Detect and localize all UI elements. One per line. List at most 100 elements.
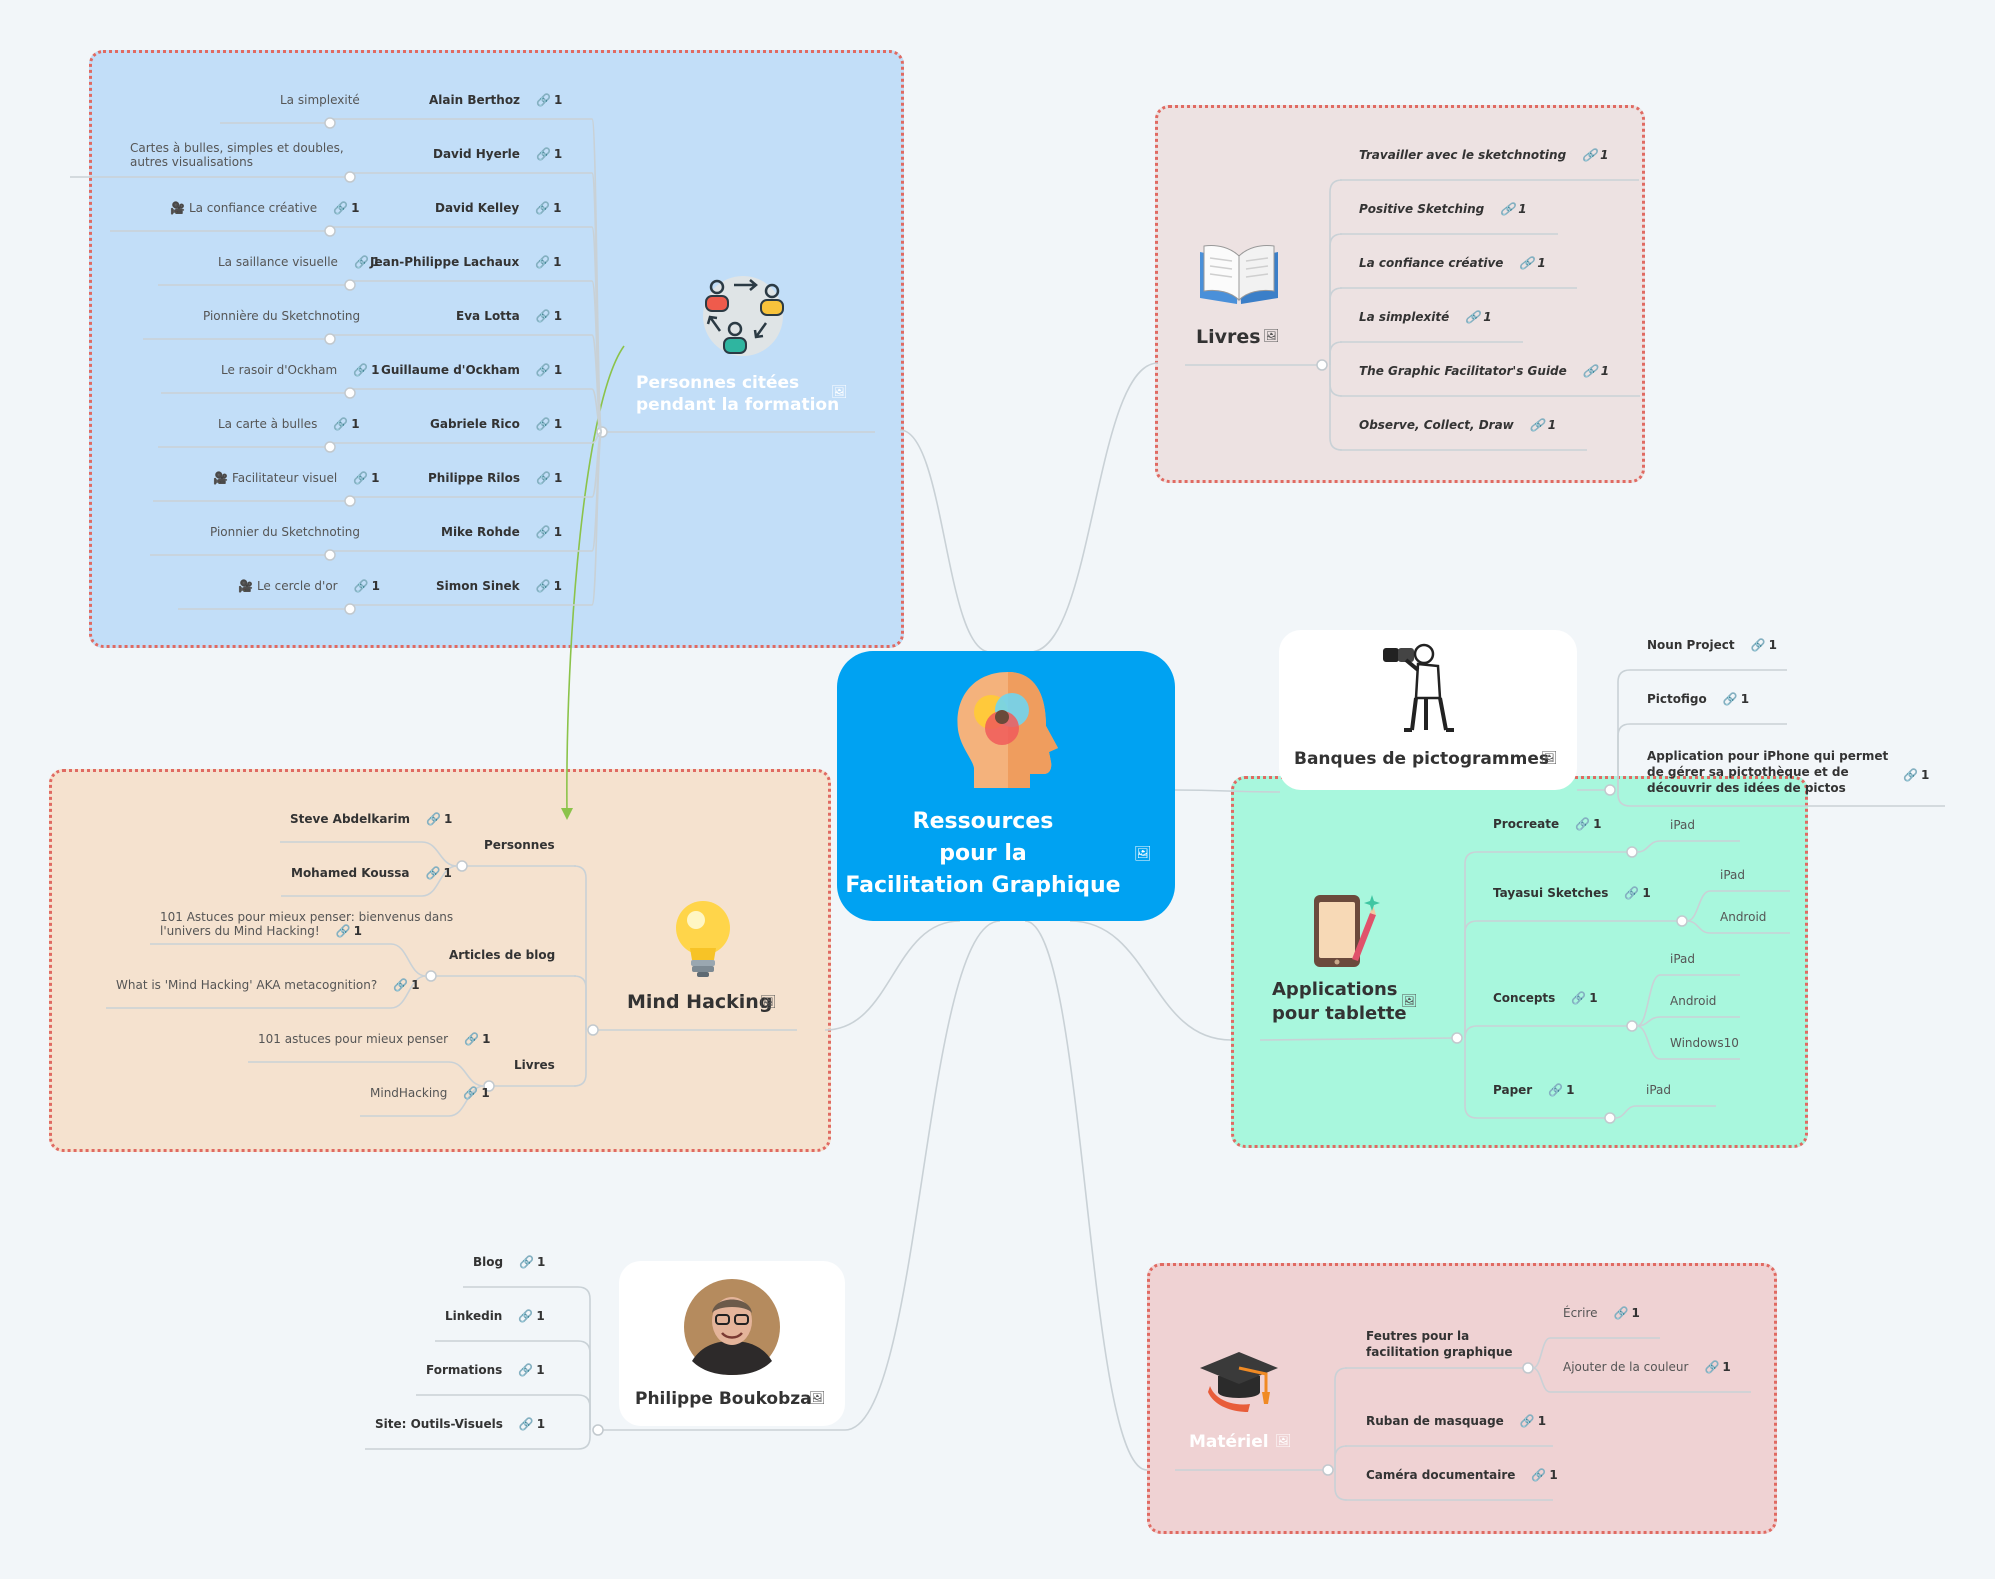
personnes-title[interactable]: Personnes citées pendant la formation	[636, 372, 839, 416]
philippe-image-icon[interactable]: 🖼	[809, 1391, 826, 1406]
person-knob-8[interactable]	[324, 549, 336, 561]
mind-title[interactable]: Mind Hacking	[627, 991, 773, 1013]
mind-item-2-0[interactable]: 101 astuces pour mieux penser🔗1	[258, 1032, 490, 1046]
app-knob-0[interactable]	[1626, 846, 1638, 858]
livre-1[interactable]: Positive Sketching🔗1	[1359, 202, 1527, 216]
person-3-link-count[interactable]: 🔗1	[535, 255, 561, 269]
mind-item-2-1-link-count[interactable]: 🔗1	[463, 1086, 489, 1100]
banque-1[interactable]: Pictofigo🔗1	[1647, 692, 1749, 706]
mind-item-2-1[interactable]: MindHacking🔗1	[370, 1086, 490, 1100]
mind-item-1-1-link-count[interactable]: 🔗1	[393, 978, 419, 992]
person-knob-7[interactable]	[344, 495, 356, 507]
person-0-link-count[interactable]: 🔗1	[536, 93, 562, 107]
materiel-item-2-link-count[interactable]: 🔗1	[1531, 1468, 1557, 1482]
person-8[interactable]: Mike Rohde🔗1	[441, 525, 562, 539]
philippe-link-2-link-count[interactable]: 🔗1	[518, 1363, 544, 1377]
person-detail-9-link-count[interactable]: 🔗1	[354, 579, 380, 593]
livre-4[interactable]: The Graphic Facilitator's Guide🔗1	[1359, 364, 1609, 378]
banque-2[interactable]: Application pour iPhone qui permet de gé…	[1647, 748, 1897, 796]
mind-item-0-0-link-count[interactable]: 🔗1	[426, 812, 452, 826]
materiel-knob-0[interactable]	[1522, 1362, 1534, 1374]
livre-2-link-count[interactable]: 🔗1	[1519, 256, 1545, 270]
person-6-link-count[interactable]: 🔗1	[536, 417, 562, 431]
livre-0-link-count[interactable]: 🔗1	[1582, 148, 1608, 162]
banque-0-link-count[interactable]: 🔗1	[1751, 638, 1777, 652]
person-knob-3[interactable]	[344, 279, 356, 291]
person-7-link-count[interactable]: 🔗1	[536, 471, 562, 485]
livre-3[interactable]: La simplexité🔗1	[1359, 310, 1492, 324]
banques-title[interactable]: Banques de pictogrammes	[1294, 749, 1549, 769]
person-detail-6-link-count[interactable]: 🔗1	[333, 417, 359, 431]
philippe-link-0[interactable]: Blog🔗1	[473, 1255, 545, 1269]
livre-3-link-count[interactable]: 🔗1	[1465, 310, 1491, 324]
app-1-platform-0[interactable]: iPad	[1720, 868, 1745, 882]
personnes-image-icon[interactable]: 🖼	[831, 385, 848, 400]
livres-hub[interactable]	[1316, 359, 1328, 371]
person-knob-6[interactable]	[324, 441, 336, 453]
app-3-link-count[interactable]: 🔗1	[1548, 1083, 1574, 1097]
banque-2-link-count[interactable]: 🔗1	[1903, 768, 1929, 782]
livre-5-link-count[interactable]: 🔗1	[1530, 418, 1556, 432]
app-1-platform-1[interactable]: Android	[1720, 910, 1766, 924]
app-2[interactable]: Concepts🔗1	[1493, 991, 1598, 1005]
app-2-platform-0[interactable]: iPad	[1670, 952, 1695, 966]
materiel-item-2[interactable]: Caméra documentaire🔗1	[1366, 1468, 1558, 1482]
person-4-link-count[interactable]: 🔗1	[536, 309, 562, 323]
app-knob-3[interactable]	[1604, 1112, 1616, 1124]
person-detail-2-link-count[interactable]: 🔗1	[333, 201, 359, 215]
materiel-title[interactable]: Matériel	[1189, 1432, 1269, 1452]
applications-hub[interactable]	[1451, 1032, 1463, 1044]
materiel-item-0[interactable]: Feutres pour la facilitation graphique	[1366, 1328, 1516, 1360]
livre-4-link-count[interactable]: 🔗1	[1583, 364, 1609, 378]
mind-hub[interactable]	[587, 1024, 599, 1036]
philippe-link-3[interactable]: Site: Outils-Visuels🔗1	[375, 1417, 545, 1431]
person-detail-3-link-count[interactable]: 🔗1	[354, 255, 380, 269]
mind-group-1[interactable]: Articles de blog	[449, 948, 555, 962]
materiel-item-1[interactable]: Ruban de masquage🔗1	[1366, 1414, 1546, 1428]
materiel-sub-1-link-count[interactable]: 🔗1	[1704, 1360, 1730, 1374]
philippe-link-1[interactable]: Linkedin🔗1	[445, 1309, 545, 1323]
materiel-image-icon[interactable]: 🖼	[1275, 1434, 1292, 1449]
mind-group-0[interactable]: Personnes	[484, 838, 555, 852]
person-knob-5[interactable]	[344, 387, 356, 399]
mind-group-knob-1[interactable]	[425, 970, 437, 982]
person-knob-4[interactable]	[324, 333, 336, 345]
mind-item-2-0-link-count[interactable]: 🔗1	[464, 1032, 490, 1046]
person-knob-1[interactable]	[344, 171, 356, 183]
applications-image-icon[interactable]: 🖼	[1401, 994, 1418, 1009]
person-1-link-count[interactable]: 🔗1	[536, 147, 562, 161]
banque-0[interactable]: Noun Project🔗1	[1647, 638, 1777, 652]
app-0-platform-0[interactable]: iPad	[1670, 818, 1695, 832]
app-knob-2[interactable]	[1626, 1020, 1638, 1032]
mind-item-0-1-link-count[interactable]: 🔗1	[426, 866, 452, 880]
philippe-link-0-link-count[interactable]: 🔗1	[519, 1255, 545, 1269]
philippe-link-2[interactable]: Formations🔗1	[426, 1363, 545, 1377]
mind-group-knob-0[interactable]	[456, 860, 468, 872]
mind-item-1-1[interactable]: What is 'Mind Hacking' AKA metacognition…	[116, 978, 420, 992]
materiel-sub-0-link-count[interactable]: 🔗1	[1614, 1306, 1640, 1320]
app-1[interactable]: Tayasui Sketches🔗1	[1493, 886, 1651, 900]
philippe-hub[interactable]	[592, 1424, 604, 1436]
person-9-link-count[interactable]: 🔗1	[536, 579, 562, 593]
person-knob-0[interactable]	[324, 117, 336, 129]
mind-item-0-1[interactable]: Mohamed Koussa🔗1	[291, 866, 452, 880]
livre-5[interactable]: Observe, Collect, Draw🔗1	[1359, 418, 1556, 432]
person-2-link-count[interactable]: 🔗1	[535, 201, 561, 215]
app-3-platform-0[interactable]: iPad	[1646, 1083, 1671, 1097]
person-3[interactable]: Jean-Philippe Lachaux🔗1	[370, 255, 562, 269]
app-2-platform-2[interactable]: Windows10	[1670, 1036, 1739, 1050]
app-2-link-count[interactable]: 🔗1	[1571, 991, 1597, 1005]
philippe-link-3-link-count[interactable]: 🔗1	[519, 1417, 545, 1431]
livres-image-icon[interactable]: 🖼	[1263, 329, 1280, 344]
person-5[interactable]: Guillaume d'Ockham🔗1	[381, 363, 562, 377]
person-4[interactable]: Eva Lotta🔗1	[456, 309, 562, 323]
person-detail-7-link-count[interactable]: 🔗1	[353, 471, 379, 485]
mind-item-1-0[interactable]: 101 Astuces pour mieux penser: bienvenus…	[160, 910, 490, 938]
person-detail-5-link-count[interactable]: 🔗1	[353, 363, 379, 377]
mind-group-2[interactable]: Livres	[514, 1058, 555, 1072]
applications-title[interactable]: Applications pour tablette	[1272, 978, 1407, 1026]
mind-item-1-0-link-count[interactable]: 🔗1	[336, 924, 362, 938]
person-knob-2[interactable]	[324, 225, 336, 237]
person-2[interactable]: David Kelley🔗1	[435, 201, 562, 215]
banque-1-link-count[interactable]: 🔗1	[1723, 692, 1749, 706]
